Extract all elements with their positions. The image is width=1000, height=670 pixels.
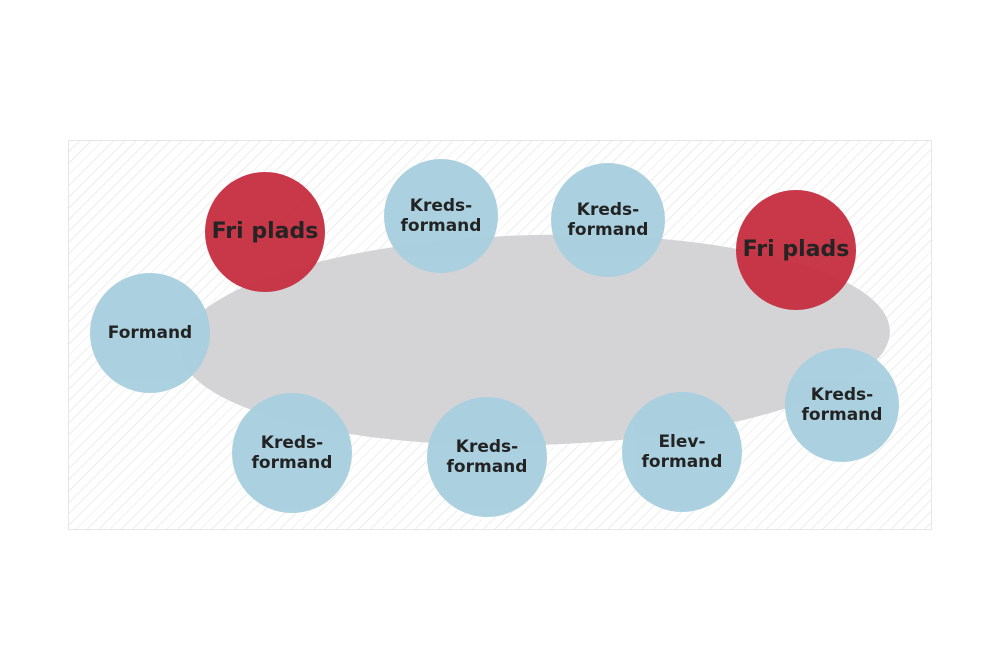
seat-free-1: Fri plads [205, 172, 325, 292]
seat-elevformand: Elev-formand [622, 392, 742, 512]
seat-label-line1: Kreds- [455, 436, 519, 457]
seat-label-line2: formand [801, 405, 883, 425]
seat-kreds-bottom-1: Kreds-formand [232, 393, 352, 513]
seat-label-line1: Kreds- [409, 195, 473, 216]
seat-label-line1: Kreds- [576, 199, 640, 220]
seat-label-line1: Kreds- [810, 384, 874, 405]
seat-label-line2: formand [400, 216, 482, 236]
seat-label: Fri plads [742, 236, 850, 262]
seat-label-line2: formand [641, 452, 723, 472]
seat-free-2: Fri plads [736, 190, 856, 310]
seat-label-line1: Kreds- [260, 432, 324, 453]
seat-label-line2: formand [446, 457, 528, 477]
seat-label: Fri plads [211, 218, 319, 244]
seat-label-line2: formand [567, 220, 649, 240]
seat-kreds-bottom-2: Kreds-formand [427, 397, 547, 517]
seat-formand: Formand [90, 273, 210, 393]
seat-kreds-right: Kreds-formand [785, 348, 899, 462]
seat-label-line1: Elev- [658, 431, 706, 452]
seat-kreds-top-1: Kreds-formand [384, 159, 498, 273]
seat-label: Formand [107, 322, 193, 343]
seat-kreds-top-2: Kreds-formand [551, 163, 665, 277]
seat-label-line2: formand [251, 453, 333, 473]
